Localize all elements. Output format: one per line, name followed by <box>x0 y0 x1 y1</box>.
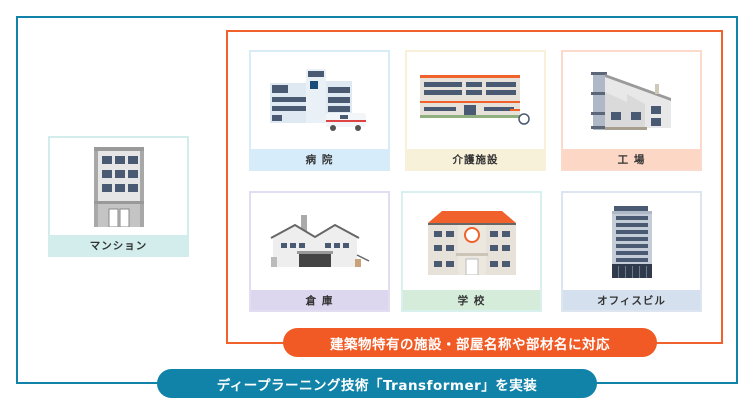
card-office-building: オフィスビル <box>561 191 702 312</box>
factory-icon <box>563 52 700 149</box>
card-label: マンション <box>50 235 187 255</box>
card-label: 工 場 <box>563 149 700 169</box>
card-label: 学 校 <box>403 290 540 310</box>
card-school: 学 校 <box>401 191 542 312</box>
card-label: オフィスビル <box>563 290 700 310</box>
nursing-facility-icon <box>407 52 544 149</box>
card-factory: 工 場 <box>561 50 702 171</box>
card-label: 倉 庫 <box>251 290 388 310</box>
card-label: 介護施設 <box>407 149 544 169</box>
card-hospital: 病 院 <box>249 50 390 171</box>
school-icon <box>403 193 540 290</box>
card-mansion: マンション <box>48 136 189 257</box>
card-label: 病 院 <box>251 149 388 169</box>
building-terms-pill: 建築物特有の施設・部屋名称や部材名に対応 <box>283 328 657 357</box>
warehouse-icon <box>251 193 388 290</box>
transformer-pill: ディープラーニング技術「Transformer」を実装 <box>157 369 597 398</box>
apartment-building-icon <box>50 138 187 235</box>
hospital-icon <box>251 52 388 149</box>
office-building-icon <box>563 193 700 290</box>
card-nursing-facility: 介護施設 <box>405 50 546 171</box>
card-warehouse: 倉 庫 <box>249 191 390 312</box>
